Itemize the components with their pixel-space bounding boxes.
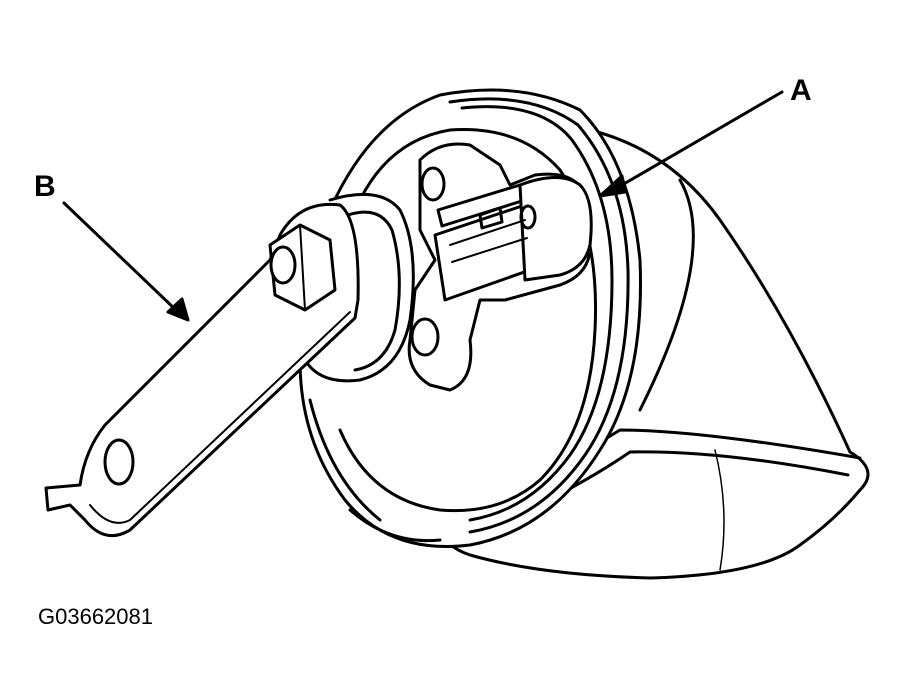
- connector-lower-hole: [410, 317, 440, 357]
- horn-drum-rim-2: [460, 105, 614, 522]
- arrowhead-b: [166, 297, 190, 322]
- callout-label-a: A: [790, 74, 812, 107]
- horn-drum-rim-3: [348, 508, 442, 543]
- arrowhead-a: [598, 174, 627, 198]
- horn-trumpet-crease: [714, 449, 725, 571]
- mount-nut-face: [299, 224, 306, 311]
- connector-pin-lines: [449, 219, 528, 263]
- bracket-edge: [89, 311, 351, 524]
- mount-boss-ring: [346, 210, 401, 372]
- horn-trumpet-inner: [638, 178, 695, 412]
- mount-stud: [269, 245, 297, 285]
- connector-latch: [478, 206, 504, 230]
- horn-drum-rim-1: [448, 97, 630, 534]
- callout-label-b: B: [34, 170, 56, 203]
- leader-line-b: [62, 201, 180, 314]
- bracket-hole: [103, 438, 135, 486]
- horn-drum-rim-4: [308, 398, 382, 522]
- figure-id: G03662081: [38, 604, 153, 629]
- connector-upper-hole: [420, 166, 446, 202]
- horn-face-plate: [338, 128, 598, 513]
- connector-socket-hole: [519, 204, 537, 230]
- leader-line-a: [608, 90, 784, 194]
- connector-socket: [518, 176, 593, 282]
